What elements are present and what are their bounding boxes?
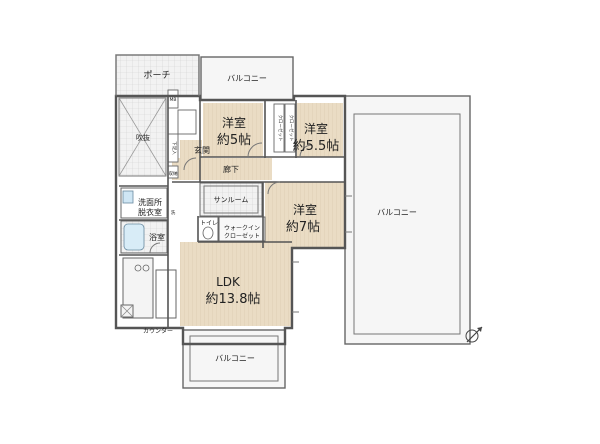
fukinuke-label: 吹抜 [136,133,150,142]
senmenjo-label-2: 脱衣室 [138,207,162,217]
storage-label: 収納 [169,170,178,177]
walkin-label-1: ウォークイン [224,224,260,232]
closet-b [284,103,296,153]
kitchen-island [155,269,177,319]
yoshitsu-55-size: 約5.5帖 [293,139,340,154]
wash-label: 洗 [171,209,176,216]
balcony-right [344,95,471,345]
yoshitsu-5-floor [203,103,263,157]
yoshitsu-7-floor [265,182,345,248]
sunroom [199,182,263,217]
shoes-closet-label: 下足入 [171,141,177,155]
walkin-closet [218,216,266,242]
mb-label: MB [170,97,177,103]
balcony-top-label: バルコニー [227,74,267,83]
toilet-label: トイレ [200,220,218,227]
closet-a-label: クローゼット [277,115,284,142]
closet-a [273,103,285,153]
counter-label: カウンター [143,327,173,335]
yoshitsu-7-name: 洋室 [293,202,317,217]
balcony-right-label: バルコニー [377,208,417,217]
compass-icon [465,326,483,343]
balcony-bottom-label: バルコニー [215,354,255,363]
exterior-wall [114,94,347,346]
porch-label: ポーチ [143,70,170,81]
senmenjo-label-1: 洗面所 [138,197,162,207]
ldk-name: LDK [216,275,241,289]
sunroom-label: サンルーム [214,196,249,204]
genkan-label: 玄関 [194,145,210,155]
ldk-size: 約13.8帖 [206,292,261,307]
walkin-label-2: クローゼット [224,232,260,240]
yoshitsu-7-size: 約7帖 [286,220,320,235]
closet-b-label: クローゼット [288,115,295,142]
ldk-floor [180,242,292,326]
balcony-bottom [182,329,286,389]
kitchen-counter-back [122,257,154,319]
porch [115,54,200,97]
yoshitsu-5-size: 約5帖 [217,133,251,148]
genkan-floor [180,140,202,170]
rouka-label: 廊下 [223,164,239,174]
yokushitsu-label: 浴室 [149,232,165,242]
balcony-top [200,56,294,101]
yoshitsu-5-name: 洋室 [222,115,246,130]
stair-box [177,109,197,135]
yoshitsu-55-name: 洋室 [304,121,328,136]
